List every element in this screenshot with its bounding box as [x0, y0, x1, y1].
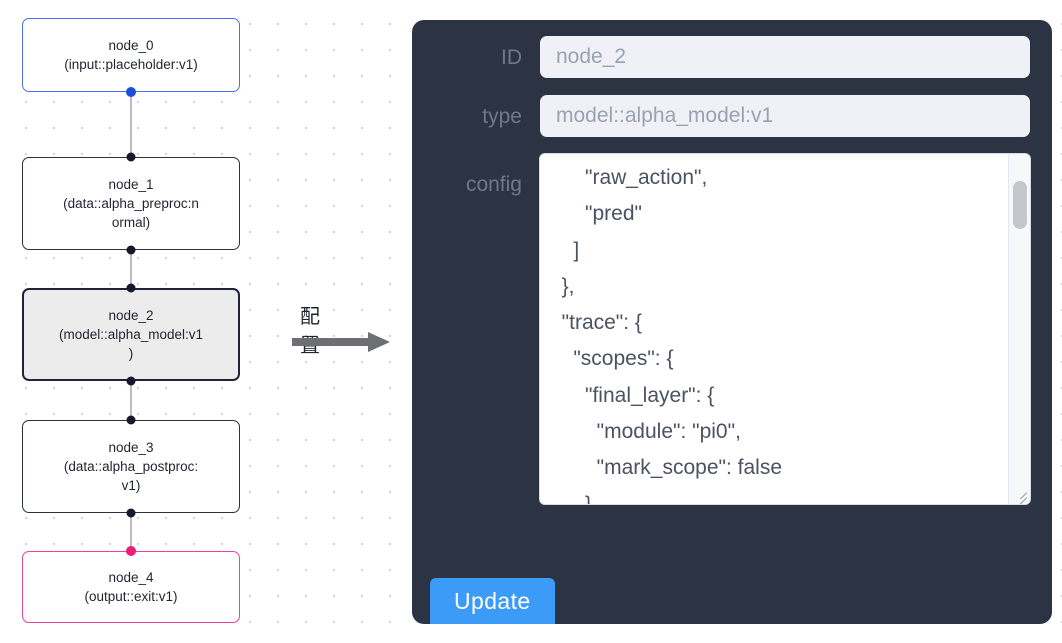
node-subtitle-line1: (model::alpha_model:v1 [58, 327, 204, 342]
arrow-head-icon [368, 332, 390, 352]
arrow-shaft [292, 338, 370, 346]
node-subtitle-line1: (data::alpha_preproc:n [63, 196, 199, 211]
port-node_2-output[interactable] [126, 376, 136, 386]
field-row-config: config "raw_action", "pred" ] }, "trace"… [422, 154, 1030, 504]
edge-node0-node1 [130, 92, 132, 157]
graph-node-node_4[interactable]: node_4 (output::exit:v1) [22, 551, 240, 623]
graph-canvas[interactable]: node_0 (input::placeholder:v1) node_1 (d… [0, 0, 400, 643]
node-title: node_2 [108, 308, 154, 323]
edge-node3-node4 [130, 513, 132, 551]
port-node_2-input[interactable] [126, 283, 136, 293]
node-title: node_4 [108, 570, 154, 585]
port-node_4-input[interactable] [126, 546, 136, 556]
node-subtitle-line2: v1) [121, 478, 141, 493]
update-button[interactable]: Update [430, 578, 555, 624]
port-node_1-input[interactable] [126, 152, 136, 162]
config-scrollbar[interactable] [1008, 154, 1030, 504]
id-input[interactable] [540, 36, 1030, 78]
port-node_0-output[interactable] [126, 87, 136, 97]
node-title: node_0 [108, 38, 154, 53]
port-node_1-output[interactable] [126, 245, 136, 255]
arrow-label: 配置 [300, 304, 321, 357]
node-subtitle: (output::exit:v1) [84, 589, 178, 604]
field-row-type: type [422, 95, 1030, 137]
port-node_3-output[interactable] [126, 508, 136, 518]
edge-node1-node2 [130, 250, 132, 288]
graph-node-node_0[interactable]: node_0 (input::placeholder:v1) [22, 18, 240, 92]
node-inspector-panel: ID type config "raw_action", "pred" ] },… [412, 20, 1052, 624]
node-title: node_1 [108, 177, 154, 192]
config-textarea-surface[interactable]: "raw_action", "pred" ] }, "trace": { "sc… [540, 154, 1030, 504]
node-subtitle: (input::placeholder:v1) [64, 57, 198, 72]
node-subtitle-line2: ) [128, 346, 134, 361]
field-row-id: ID [422, 36, 1030, 78]
node-subtitle-line2: ormal) [111, 215, 151, 230]
id-field-label: ID [501, 45, 522, 69]
config-scrollbar-thumb[interactable] [1013, 181, 1027, 229]
config-textarea-content[interactable]: "raw_action", "pred" ] }, "trace": { "sc… [561, 166, 782, 504]
edge-node2-node3 [130, 381, 132, 420]
node-title: node_3 [108, 440, 154, 455]
node-subtitle-line1: (data::alpha_postproc: [63, 459, 199, 474]
config-editor[interactable]: "raw_action", "pred" ] }, "trace": { "sc… [540, 154, 1030, 504]
type-input[interactable] [540, 95, 1030, 137]
graph-node-node_1[interactable]: node_1 (data::alpha_preproc:n ormal) [22, 157, 240, 250]
graph-node-node_3[interactable]: node_3 (data::alpha_postproc: v1) [22, 420, 240, 513]
port-node_3-input[interactable] [126, 415, 136, 425]
type-field-label: type [482, 104, 522, 128]
config-field-label: config [465, 173, 522, 196]
graph-node-node_2[interactable]: node_2 (model::alpha_model:v1 ) [22, 288, 240, 381]
